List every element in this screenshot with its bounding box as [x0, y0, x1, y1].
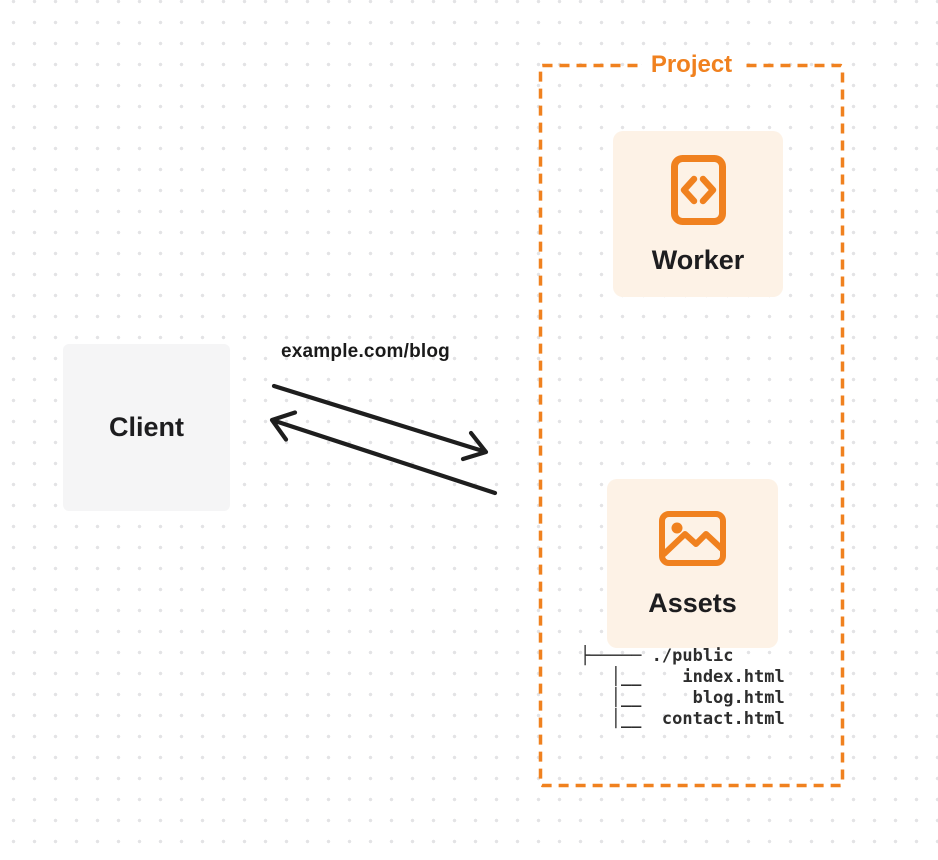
- worker-node: Worker: [613, 131, 783, 297]
- assets-label: Assets: [648, 587, 737, 618]
- assets-node: Assets: [607, 479, 778, 648]
- worker-label: Worker: [651, 244, 745, 275]
- request-url-label: example.com/blog: [281, 341, 450, 362]
- file-tree-item-index: │__ index.html: [580, 667, 785, 687]
- assets-file-tree: ├───── ./public │__ index.html │__ blog.…: [580, 646, 785, 730]
- file-tree-root: ├───── ./public: [580, 646, 734, 666]
- request-arrow: [271, 383, 489, 462]
- client-node: Client: [63, 344, 230, 511]
- file-tree-item-blog: │__ blog.html: [580, 688, 785, 708]
- response-arrow: [269, 410, 498, 496]
- file-tree-item-contact: │__ contact.html: [580, 709, 785, 729]
- image-icon: [659, 510, 726, 566]
- client-label: Client: [108, 412, 184, 442]
- code-brackets-icon: [670, 154, 726, 225]
